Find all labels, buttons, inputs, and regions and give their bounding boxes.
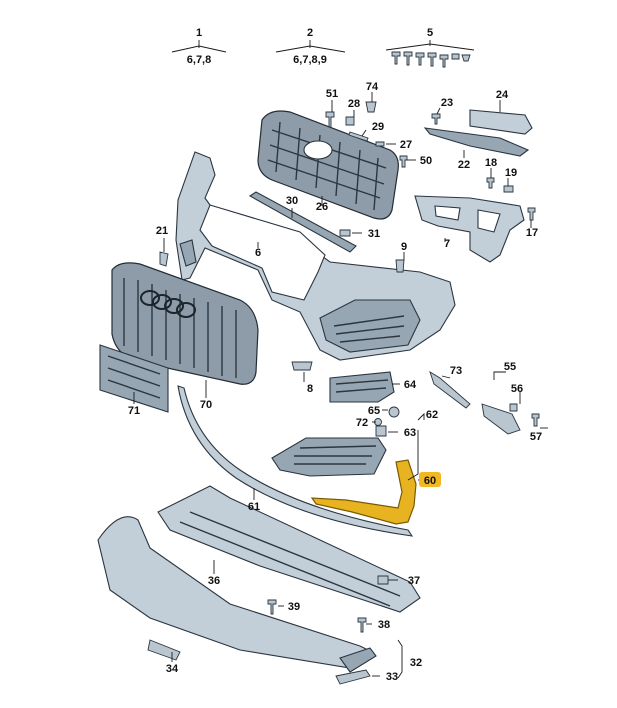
callout-73: 73	[450, 365, 462, 377]
fog-grille-64	[329, 371, 395, 403]
lip-strip-61	[177, 385, 414, 537]
cover-8-icon	[291, 361, 313, 371]
spoiler-32	[97, 516, 377, 673]
callout-50: 50	[420, 155, 432, 167]
callout-62: 62	[426, 409, 438, 421]
clip-21-icon	[159, 251, 169, 267]
callout-9: 9	[401, 241, 407, 253]
callout-63: 63	[404, 427, 416, 439]
bracket-73-icon	[429, 370, 471, 409]
bolt-57-icon	[531, 413, 540, 427]
strip-34-icon	[147, 639, 181, 661]
clip-31-icon	[339, 229, 351, 237]
callout-29: 29	[372, 121, 384, 133]
group-label-2: 2 6,7,8,9	[275, 27, 346, 66]
bolt-39-icon	[267, 599, 277, 615]
callout-numbers: 51 74 28 29 27 50 23 24 22 18 19 17 30 3…	[128, 81, 542, 683]
group-1-bracket	[171, 40, 227, 53]
callout-8: 8	[307, 383, 313, 395]
callout-64: 64	[404, 379, 417, 391]
grille-bracket-30	[248, 191, 357, 253]
trim-strip-22-24	[423, 109, 533, 157]
callout-33: 33	[386, 671, 398, 683]
group-label-5: 5	[385, 27, 475, 68]
trim-55-icon	[481, 403, 521, 435]
clip-56-icon	[509, 403, 518, 412]
callout-61: 61	[248, 501, 260, 513]
group-2-refs: 6,7,8,9	[293, 54, 327, 66]
callout-22: 22	[458, 159, 470, 171]
clip-74-icon	[365, 101, 377, 113]
callout-60: 60	[424, 475, 436, 487]
callout-34: 34	[166, 663, 179, 675]
callout-38: 38	[378, 619, 390, 631]
four-rings-emblem	[140, 290, 196, 318]
clip-28-icon	[345, 116, 355, 126]
callout-65: 65	[368, 405, 380, 417]
group-2-number: 2	[307, 27, 313, 39]
small-parts	[147, 101, 540, 685]
clip-19-icon	[503, 185, 514, 193]
group-2-bracket	[275, 40, 346, 53]
bolt-23-icon	[431, 113, 441, 125]
bolt-18-icon	[486, 177, 495, 189]
callout-24: 24	[496, 89, 509, 101]
group-5-bracket	[385, 40, 475, 51]
callout-32: 32	[410, 657, 422, 669]
callout-31: 31	[368, 228, 380, 240]
callout-27: 27	[400, 139, 412, 151]
bolt-17-icon	[527, 207, 536, 221]
callout-74: 74	[366, 81, 379, 93]
callout-56: 56	[511, 383, 523, 395]
group-label-1: 1 6,7,8	[171, 27, 227, 66]
highlighted-trim-60	[310, 459, 417, 525]
callout-6: 6	[255, 247, 261, 259]
group-1-number: 1	[196, 27, 202, 39]
underbody-panel-36	[157, 485, 421, 613]
group-5-number: 5	[427, 27, 433, 39]
callout-26: 26	[316, 201, 328, 213]
clip-63-icon	[375, 425, 387, 437]
group-1-refs: 6,7,8	[187, 54, 211, 66]
callout-21: 21	[156, 225, 168, 237]
lower-grille-insert-62	[271, 437, 387, 477]
callout-51: 51	[326, 88, 338, 100]
callout-36: 36	[208, 575, 220, 587]
callout-28: 28	[348, 98, 360, 110]
callout-23: 23	[441, 97, 453, 109]
leader-lines	[133, 92, 548, 679]
bolt-38-icon	[357, 617, 367, 633]
clip-37-icon	[377, 575, 389, 585]
callout-55: 55	[504, 361, 516, 373]
callout-72: 72	[356, 417, 368, 429]
callout-30: 30	[286, 195, 298, 207]
upper-grille-26	[257, 110, 399, 220]
callout-7: 7	[444, 238, 450, 250]
callout-19: 19	[505, 167, 517, 179]
callout-39: 39	[288, 601, 300, 613]
callout-60-badge	[419, 472, 441, 487]
bolt-51-icon	[325, 111, 335, 128]
license-plate-bracket-71	[99, 344, 169, 413]
clip-9-icon	[395, 259, 405, 273]
callout-71: 71	[128, 405, 140, 417]
callout-18: 18	[485, 157, 497, 169]
bumper-cover-6	[175, 151, 456, 361]
strip-33-icon	[335, 669, 371, 685]
clip-27-icon	[375, 141, 385, 147]
fastener-set-icon	[391, 51, 471, 68]
emblem-mount-hole	[303, 140, 333, 160]
bolt-50-icon	[399, 155, 408, 168]
callout-17: 17	[526, 227, 538, 239]
cap-65-icon	[388, 406, 400, 418]
side-bracket-7	[414, 195, 525, 263]
callout-37: 37	[408, 575, 420, 587]
callout-70: 70	[200, 399, 212, 411]
callout-57: 57	[530, 431, 542, 443]
